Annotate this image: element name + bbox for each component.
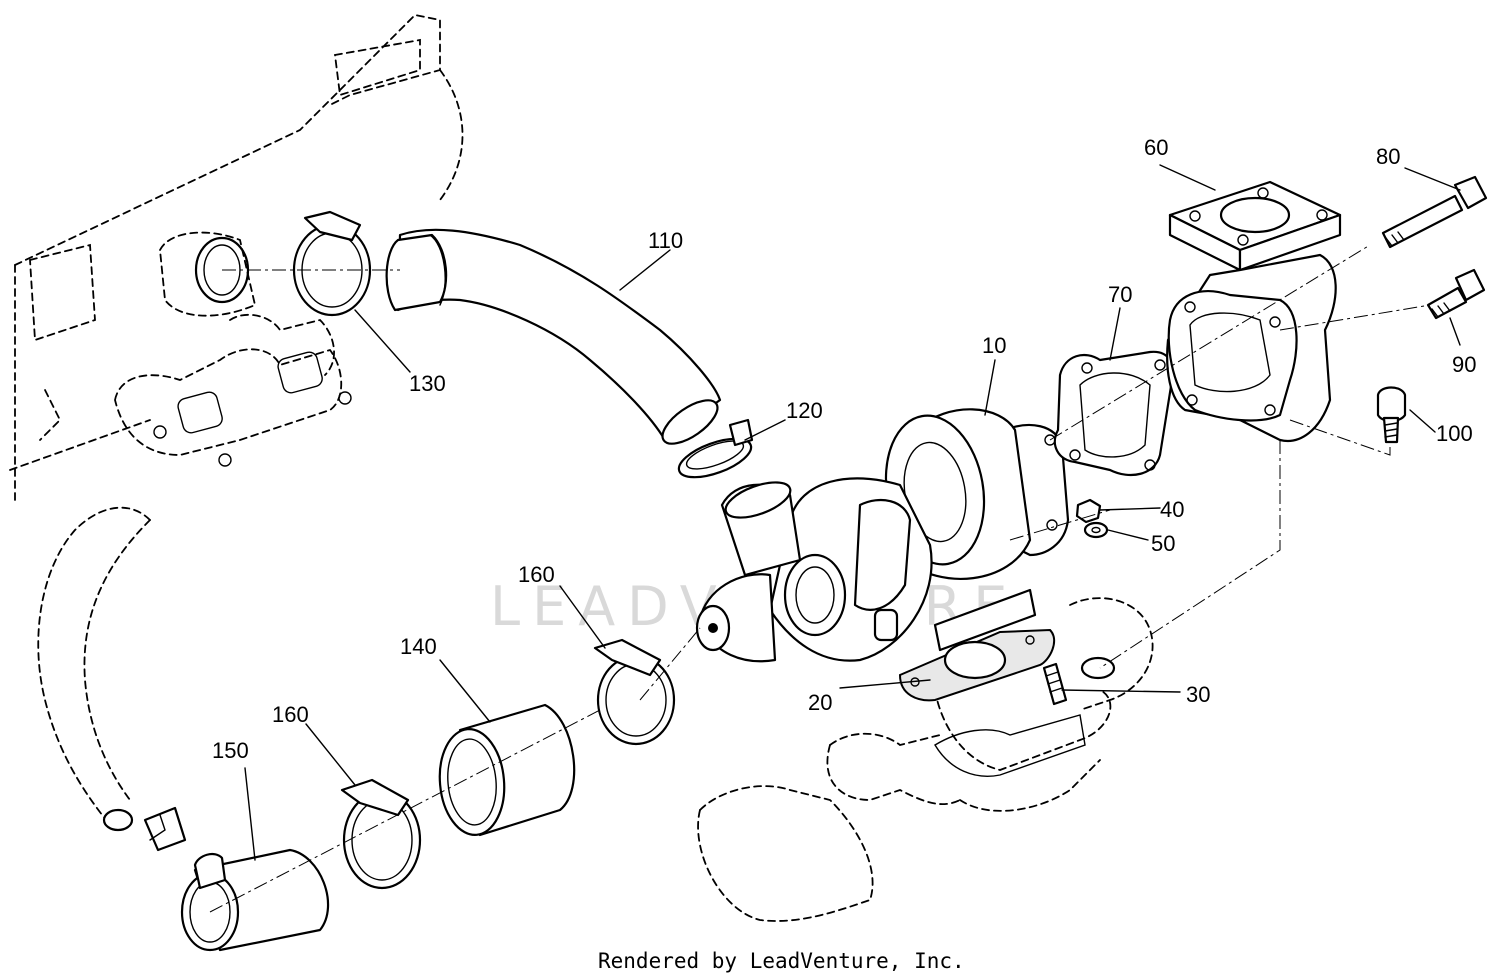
callout-110[interactable]: 110 [648,228,683,253]
exhaust-manifold [697,597,1154,922]
callout-40[interactable]: 40 [1160,497,1184,522]
callout-130[interactable]: 130 [409,371,446,396]
callout-90[interactable]: 90 [1452,352,1476,377]
part-100-bolt [1376,386,1407,444]
callout-160-lower[interactable]: 160 [272,702,309,727]
part-150-pipe [180,848,330,952]
small-hose [37,506,187,852]
part-30-stud [1042,662,1068,706]
part-160-clamp-upper [593,638,676,746]
part-60-exhaust-elbow [1166,180,1342,443]
part-20-gasket [898,628,1056,702]
leader-lines [244,164,1461,861]
part-70-gasket [1053,350,1174,477]
callout-120[interactable]: 120 [786,398,823,423]
callout-30[interactable]: 30 [1186,682,1210,707]
part-50-washer [1083,521,1109,539]
callouts: 10 20 30 40 50 60 70 80 90 100 110 120 1… [212,135,1476,763]
callout-10[interactable]: 10 [982,333,1006,358]
callout-100[interactable]: 100 [1436,421,1473,446]
callout-140[interactable]: 140 [400,634,437,659]
part-10-turbocharger [695,408,1070,663]
part-40-nut [1075,498,1102,524]
part-80-bolt [1381,175,1488,249]
part-110-hose [385,228,722,445]
callout-150[interactable]: 150 [212,738,249,763]
engine-block [9,14,464,501]
part-90-bolt [1426,268,1486,320]
callout-160-upper[interactable]: 160 [518,562,555,587]
callout-60[interactable]: 60 [1144,135,1168,160]
callout-50[interactable]: 50 [1151,531,1175,556]
callout-20[interactable]: 20 [808,690,832,715]
callout-80[interactable]: 80 [1376,144,1400,169]
callout-70[interactable]: 70 [1108,282,1132,307]
part-130-clamp [292,210,372,317]
assembly-lines [209,244,1431,913]
part-160-clamp-lower [340,778,422,890]
credit-text: Rendered by LeadVenture, Inc. [598,949,965,973]
part-140-pipe [438,703,576,837]
